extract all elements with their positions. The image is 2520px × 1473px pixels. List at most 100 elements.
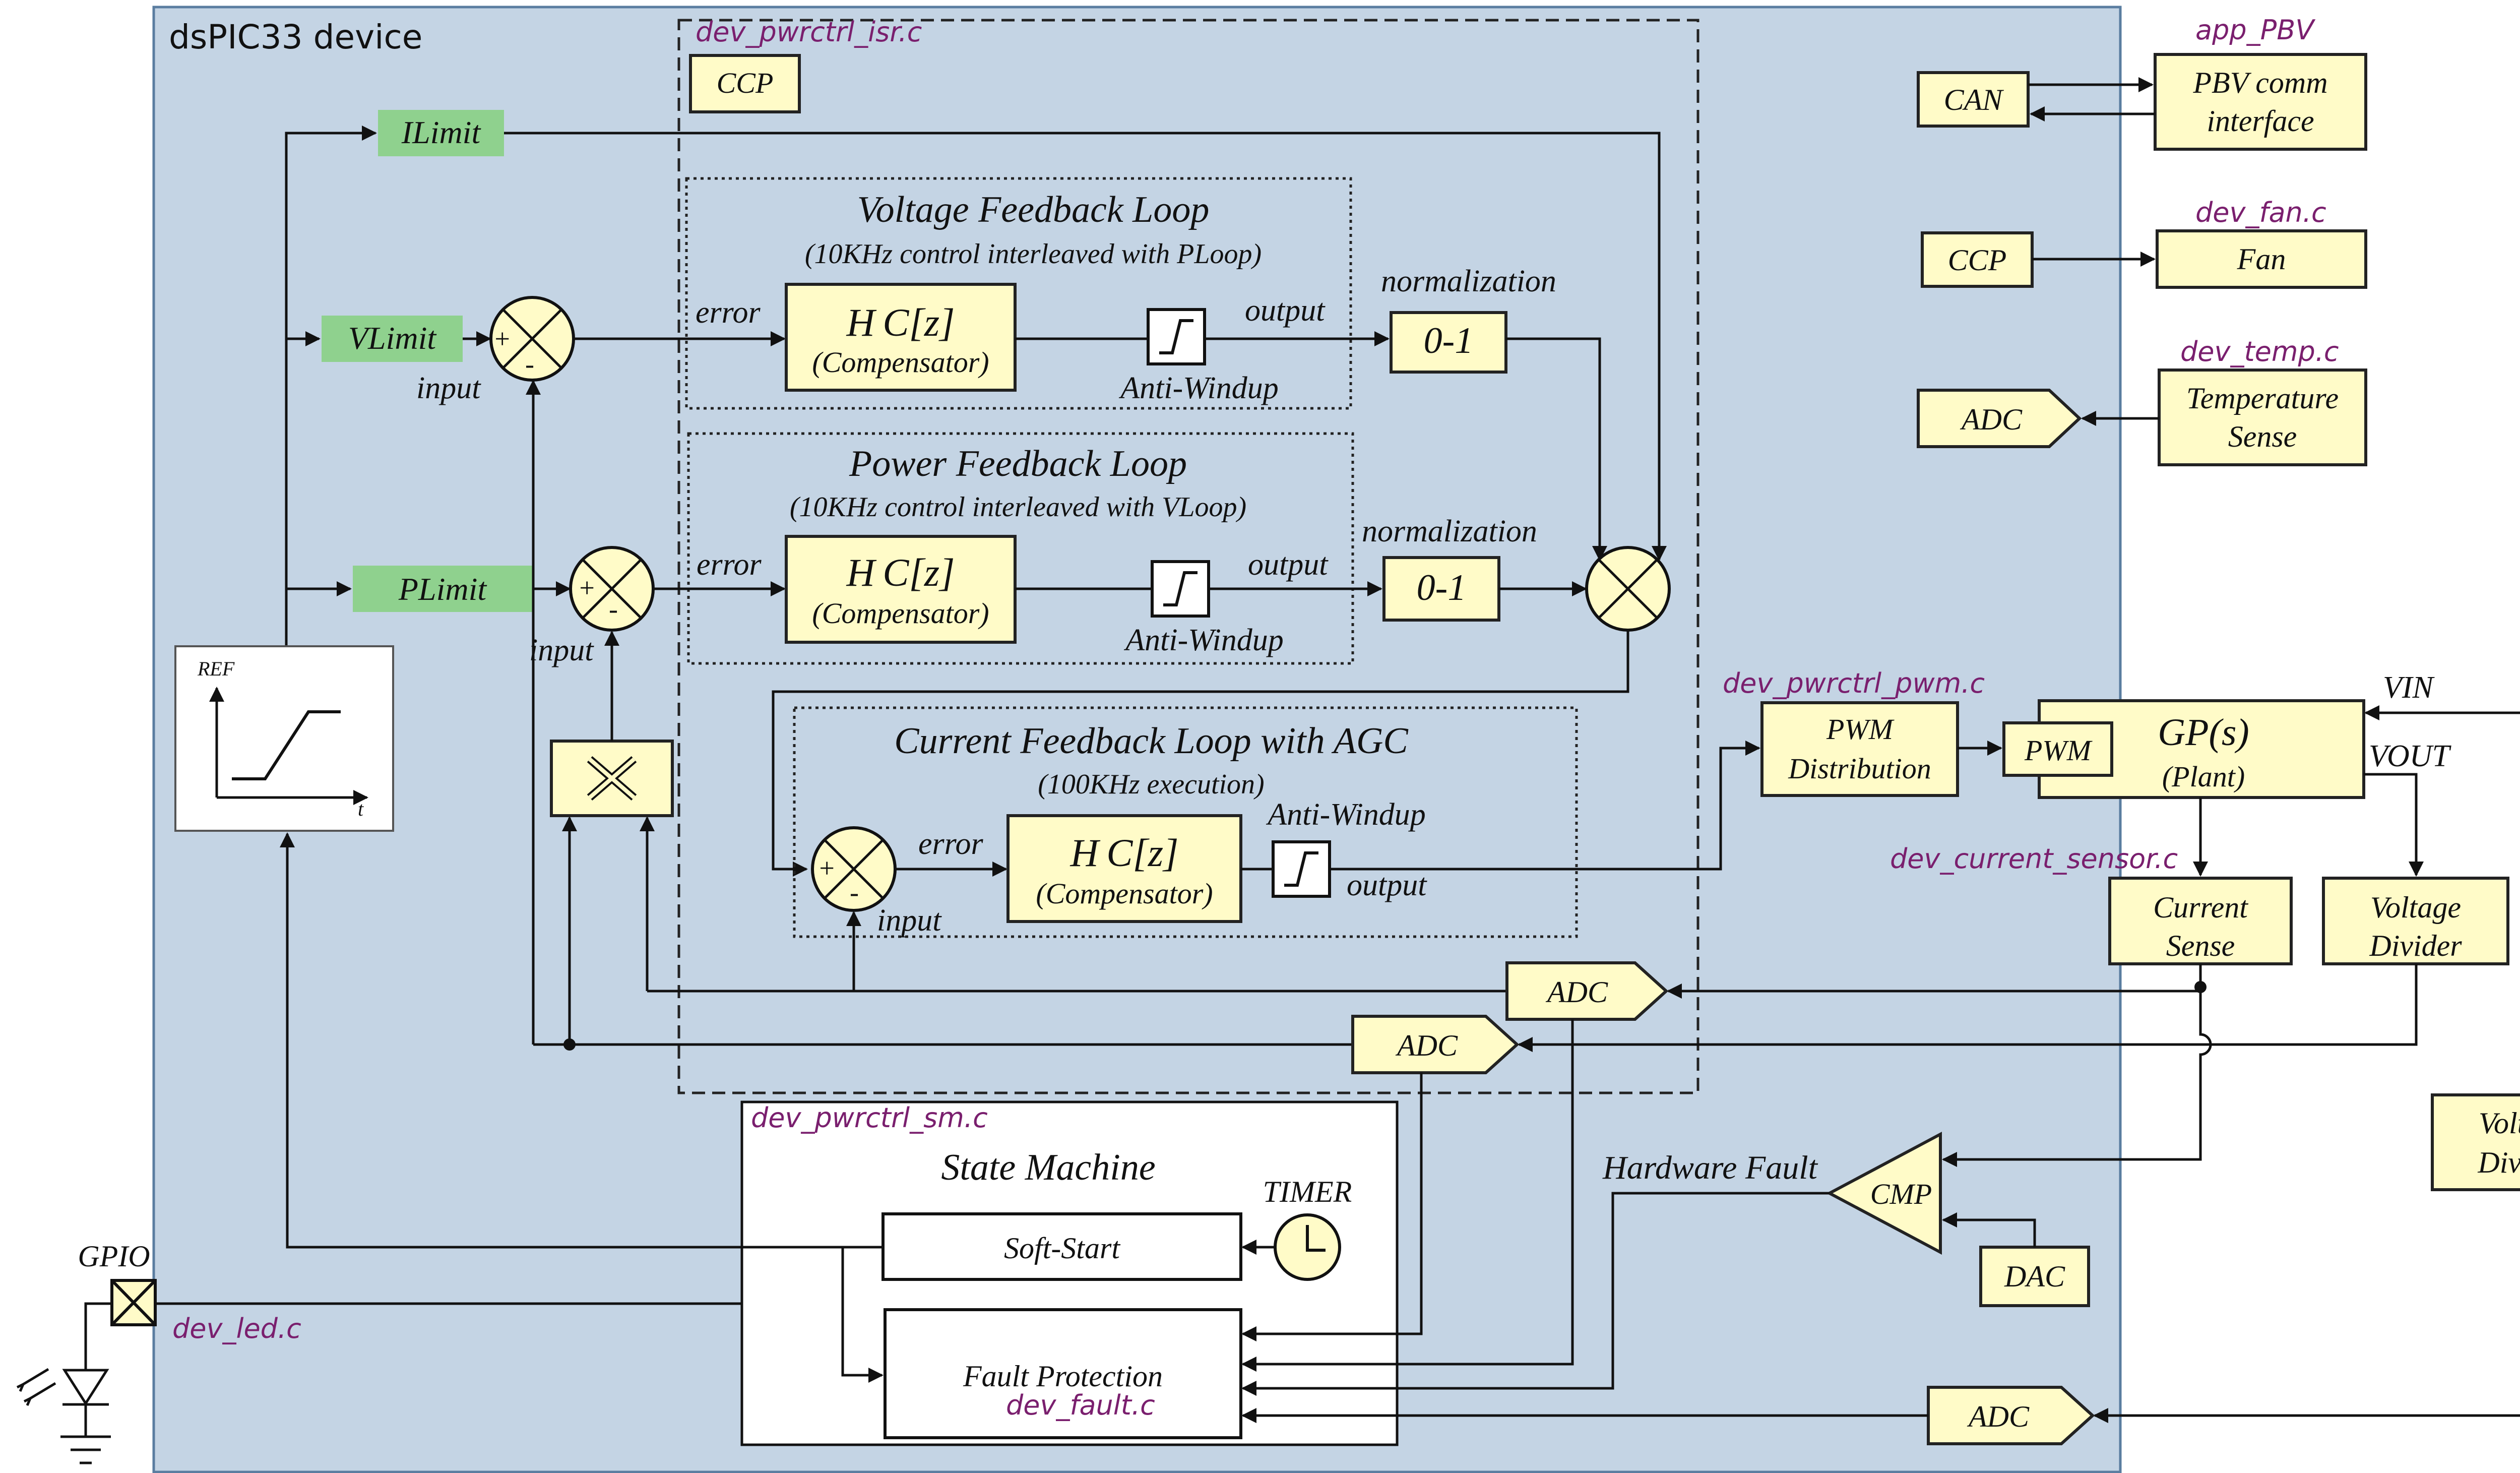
gpio-label: GPIO bbox=[78, 1240, 150, 1273]
power-comp-sub: (Compensator) bbox=[812, 597, 989, 630]
power-normalization-label: normalization bbox=[1362, 514, 1537, 548]
voltage-divider-vin-block bbox=[2431, 1093, 2520, 1191]
fault-protection-label: Fault Protection bbox=[963, 1360, 1163, 1393]
ref-xlabel: t bbox=[358, 797, 364, 820]
ccp-label: CCP bbox=[717, 67, 774, 99]
svg-text:-: - bbox=[525, 349, 534, 379]
voltage-loop-title: Voltage Feedback Loop bbox=[857, 189, 1210, 230]
hardware-fault-label: Hardware Fault bbox=[1602, 1149, 1818, 1186]
plimit-block bbox=[353, 566, 532, 612]
svg-text:+: + bbox=[493, 324, 511, 354]
voltage-antiwindup-label: Anti-Windup bbox=[1118, 371, 1278, 405]
timer-label: TIMER bbox=[1263, 1175, 1352, 1208]
svg-text:+: + bbox=[578, 573, 596, 603]
adc-temp-label: ADC bbox=[1960, 403, 2023, 436]
voltage-output-label: output bbox=[1245, 293, 1326, 328]
current-sense-line1: Current bbox=[2153, 891, 2248, 924]
power-antiwindup-label: Anti-Windup bbox=[1123, 623, 1283, 657]
adc-voltage-feedback bbox=[1351, 1015, 1520, 1074]
voltage-comp-main: H C[z] bbox=[846, 300, 955, 344]
fan-label: Fan bbox=[2237, 242, 2286, 276]
current-loop-title: Current Feedback Loop with AGC bbox=[894, 720, 1409, 762]
vlimit-label: VLimit bbox=[348, 320, 437, 356]
adc-vin-feedback bbox=[1927, 1386, 2095, 1445]
vlimit-block bbox=[322, 316, 463, 362]
pwm-output-label: PWM bbox=[2024, 734, 2093, 767]
voltage-normalization-label: normalization bbox=[1381, 264, 1556, 298]
adc2-label: ADC bbox=[1395, 1029, 1458, 1062]
pwm-distribution bbox=[1760, 701, 1959, 797]
svg-text:-: - bbox=[850, 877, 859, 907]
temp-line1: Temperature bbox=[2186, 382, 2339, 415]
device-title: dsPIC33 device bbox=[169, 18, 422, 56]
dac-label: DAC bbox=[2004, 1260, 2065, 1293]
power-output-label: output bbox=[1248, 547, 1329, 582]
power-input-label: input bbox=[529, 633, 594, 667]
voltage-divider-block bbox=[2322, 877, 2509, 965]
pbv-line2: interface bbox=[2207, 104, 2314, 138]
pbv-comm-block bbox=[2154, 53, 2367, 151]
plant-sub: (Plant) bbox=[2162, 760, 2245, 793]
current-comp-main: H C[z] bbox=[1069, 831, 1178, 875]
fan-file-tag: dev_fan.c bbox=[2195, 197, 2326, 228]
isr-boundary bbox=[677, 19, 1699, 1094]
vout-label: VOUT bbox=[2369, 739, 2452, 773]
current-output-label: output bbox=[1347, 868, 1427, 902]
svg-text:-: - bbox=[609, 594, 618, 624]
comparator bbox=[1826, 1132, 1942, 1255]
power-error-label: error bbox=[697, 547, 762, 582]
temp-file-tag: dev_temp.c bbox=[2180, 336, 2339, 367]
pwm-dist-line2: Distribution bbox=[1788, 752, 1931, 785]
pbv-file-tag: app_PBV bbox=[2195, 14, 2316, 46]
current-comp-sub: (Compensator) bbox=[1036, 877, 1213, 910]
current-input-label: input bbox=[877, 903, 942, 938]
voltage-loop-subtitle: (10KHz control interleaved with PLoop) bbox=[805, 238, 1262, 270]
ref-ylabel: REF bbox=[197, 657, 235, 680]
power-loop-box bbox=[687, 432, 1354, 665]
current-loop-box bbox=[793, 706, 1578, 938]
current-sensor-file-tag: dev_current_sensor.c bbox=[1890, 843, 2178, 875]
current-sense-line2: Sense bbox=[2166, 929, 2235, 962]
fan-block bbox=[2156, 229, 2367, 289]
current-sense-block bbox=[2108, 877, 2293, 965]
vin-divider-line1: Voltage bbox=[2479, 1107, 2520, 1140]
ilimit-label: ILimit bbox=[401, 114, 482, 150]
temp-line2: Sense bbox=[2228, 420, 2297, 453]
svg-text:+: + bbox=[817, 853, 836, 883]
pwm-file-tag: dev_pwrctrl_pwm.c bbox=[1723, 667, 1985, 699]
adc1-label: ADC bbox=[1545, 975, 1608, 1009]
voltage-error-label: error bbox=[696, 295, 761, 330]
ccp-block bbox=[689, 54, 801, 113]
voltage-norm-box bbox=[1390, 311, 1507, 374]
state-machine-title: State Machine bbox=[941, 1147, 1155, 1188]
sm-file-tag: dev_pwrctrl_sm.c bbox=[751, 1102, 988, 1134]
ccp-fan-label: CCP bbox=[1948, 243, 2007, 277]
current-loop-subtitle: (100KHz execution) bbox=[1038, 769, 1264, 800]
voltage-comp-sub: (Compensator) bbox=[812, 346, 989, 379]
power-loop-title: Power Feedback Loop bbox=[849, 443, 1187, 484]
led-file-tag: dev_led.c bbox=[172, 1313, 301, 1344]
vin-label: VIN bbox=[2383, 670, 2435, 705]
cmp-label: CMP bbox=[1870, 1178, 1932, 1210]
soft-start-block bbox=[881, 1212, 1242, 1281]
fault-protection-block bbox=[884, 1308, 1242, 1439]
voltage-compensator bbox=[785, 283, 1017, 392]
current-antiwindup-label: Anti-Windup bbox=[1266, 797, 1425, 832]
dac-block bbox=[1979, 1246, 2090, 1307]
voltage-input-label: input bbox=[416, 371, 481, 405]
soft-start-label: Soft-Start bbox=[1004, 1232, 1120, 1265]
voltage-loop-box bbox=[685, 177, 1352, 410]
pwm-output-block bbox=[2002, 721, 2113, 777]
adc-current-feedback bbox=[1505, 961, 1669, 1021]
vin-divider-line2: Divider bbox=[2477, 1146, 2520, 1179]
adc-temp-block bbox=[1917, 389, 2082, 448]
fault-file-tag: dev_fault.c bbox=[1006, 1389, 1155, 1421]
voltage-divider-line1: Voltage bbox=[2370, 891, 2461, 924]
plimit-label: PLimit bbox=[398, 571, 487, 607]
led-icon bbox=[62, 1369, 109, 1406]
pbv-line1: PBV comm bbox=[2192, 66, 2327, 99]
voltage-divider-line2: Divider bbox=[2369, 929, 2462, 962]
current-compensator bbox=[1006, 814, 1242, 923]
plant-main: GP(s) bbox=[2158, 711, 2249, 754]
